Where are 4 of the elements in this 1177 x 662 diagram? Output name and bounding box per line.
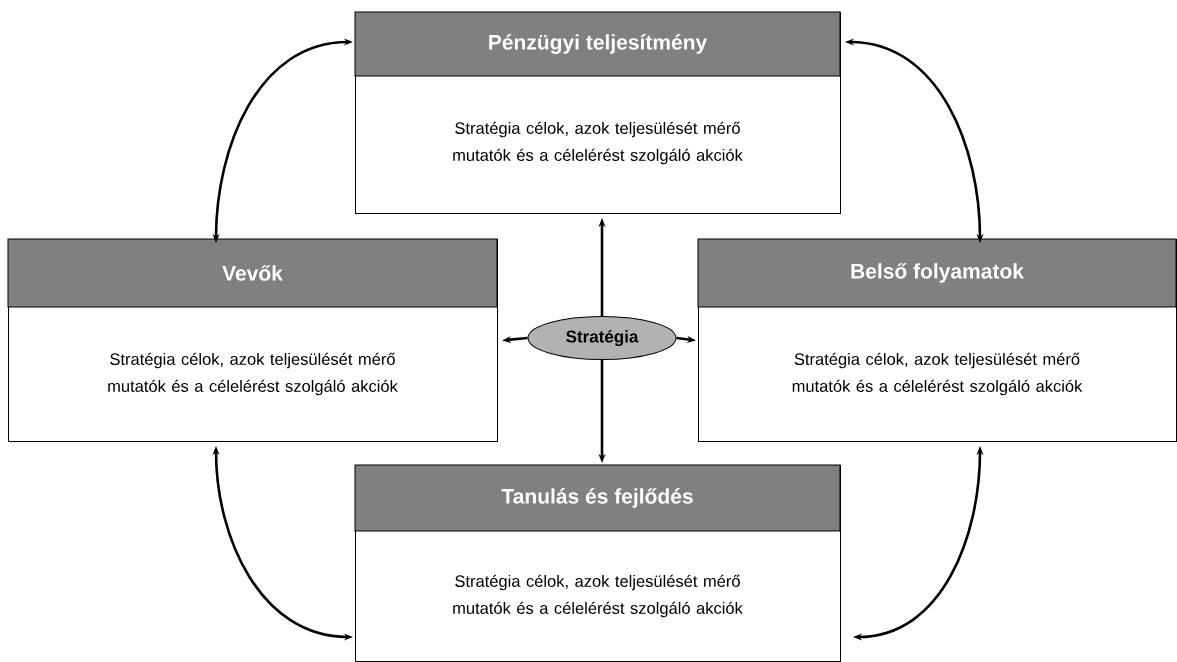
perspective-box: Belső folyamatok Stratégia célok, azok teljesülését mérő mutatók és a célelérést szolgáló akciók xyxy=(697,238,1177,442)
perspective-box: Pénzügyi teljesítmény Stratégia célok, azok teljesülését mérő mutatók és a célelérést szolgáló akciók xyxy=(354,11,841,214)
perspective-box: Vevők Stratégia célok, azok teljesülését mérő mutatók és a célelérést szolgáló akciók xyxy=(7,238,498,442)
perspective-box: Tanulás és fejlődés Stratégia célok, azok teljesülését mérő mutatók és a célelérést szolgáló akciók xyxy=(354,464,841,662)
